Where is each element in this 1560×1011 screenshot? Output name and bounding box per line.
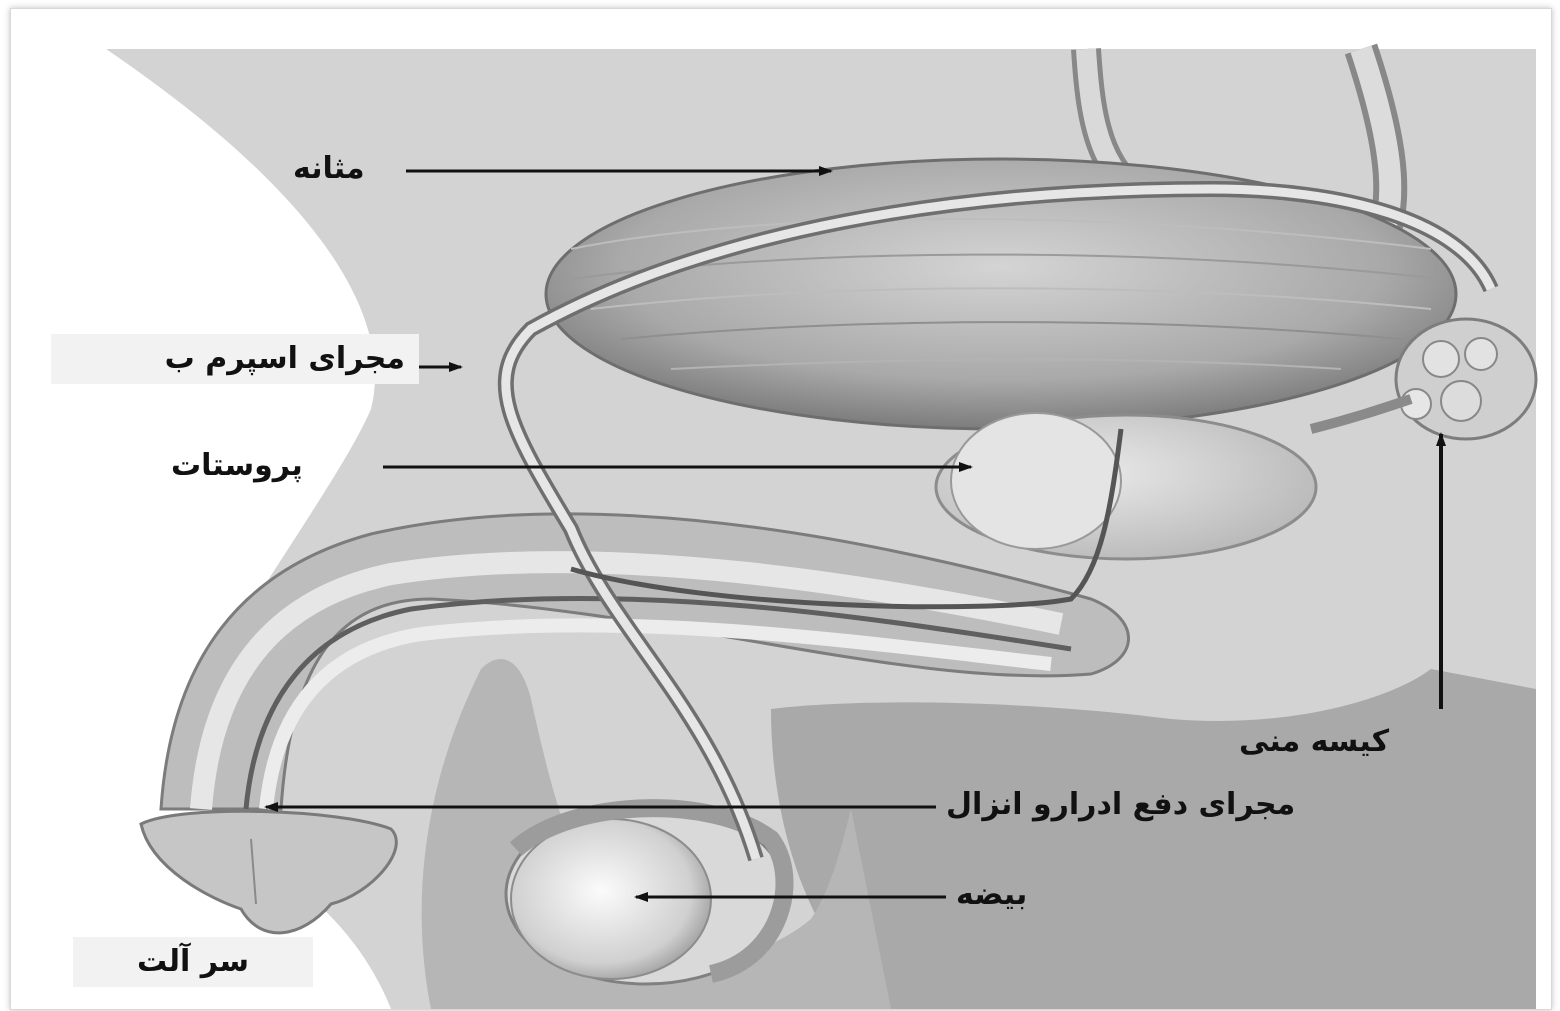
label-urethra: مجرای دفع ادرارو انزال	[946, 790, 1295, 820]
label-testis: بیضه	[956, 880, 1027, 910]
prostate	[936, 413, 1316, 559]
label-seminal-vesicle: کیسه منی	[1239, 727, 1389, 757]
anatomy-illustration	[11, 9, 1551, 1009]
label-glans: سر آلت	[73, 937, 313, 987]
label-prostate: پروستات	[171, 451, 303, 481]
label-vas-deferens: مجرای اسپرم ب	[51, 334, 419, 384]
label-bladder: مثانه	[293, 154, 365, 184]
diagram-frame: مثانه مجرای اسپرم ب پروستات کیسه منی مجر…	[10, 8, 1552, 1010]
